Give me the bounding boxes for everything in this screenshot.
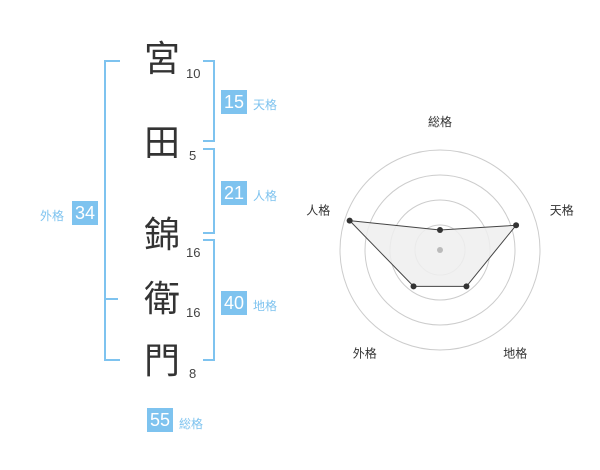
chikaku-label: 地格 <box>253 299 278 313</box>
radar-point-外格 <box>410 283 417 290</box>
name-char-2: 田 <box>143 123 180 164</box>
radar-axis-label: 地格 <box>503 346 527 361</box>
name-char-4: 衛 <box>143 279 180 320</box>
gaikaku-bracket <box>104 60 120 361</box>
stroke-count-5: 8 <box>189 366 197 381</box>
stroke-count-2: 5 <box>189 148 197 163</box>
chikaku-bracket <box>203 239 215 361</box>
radar-axis-label: 天格 <box>550 202 574 217</box>
jinkaku-label: 人格 <box>253 189 278 203</box>
jinkaku-bracket <box>203 148 215 234</box>
name-char-5: 門 <box>143 341 180 382</box>
stroke-count-3: 16 <box>186 245 201 260</box>
soukaku-value: 55 <box>147 408 173 432</box>
gaikaku-value: 34 <box>72 201 98 225</box>
radar-ring-4 <box>339 149 541 351</box>
radar-point-総格 <box>437 227 443 233</box>
name-char-1: 宮 <box>143 39 180 80</box>
radar-axis-label: 外格 <box>353 346 377 361</box>
chikaku-value: 40 <box>221 291 247 315</box>
radar-ring-3 <box>364 174 516 326</box>
tenkaku-bracket <box>203 60 215 142</box>
stroke-count-1: 10 <box>186 66 201 81</box>
name-char-3: 錦 <box>143 215 180 256</box>
stroke-count-4: 16 <box>186 305 201 320</box>
radar-polygon <box>348 220 518 287</box>
radar-points <box>346 217 520 290</box>
radar-point-人格 <box>346 217 353 224</box>
soukaku-label: 総格 <box>179 417 204 431</box>
radar-point-天格 <box>513 222 520 229</box>
radar-point-地格 <box>463 283 470 290</box>
radar-axis-label: 総格 <box>428 114 452 129</box>
gaikaku-label: 外格 <box>40 209 65 223</box>
jinkaku-value: 21 <box>221 181 247 205</box>
radar-axis-label: 人格 <box>306 202 330 217</box>
radar-center-dot <box>437 247 443 253</box>
gaikaku-inner-tick <box>104 298 118 300</box>
tenkaku-label: 天格 <box>253 98 278 112</box>
tenkaku-value: 15 <box>221 90 247 114</box>
